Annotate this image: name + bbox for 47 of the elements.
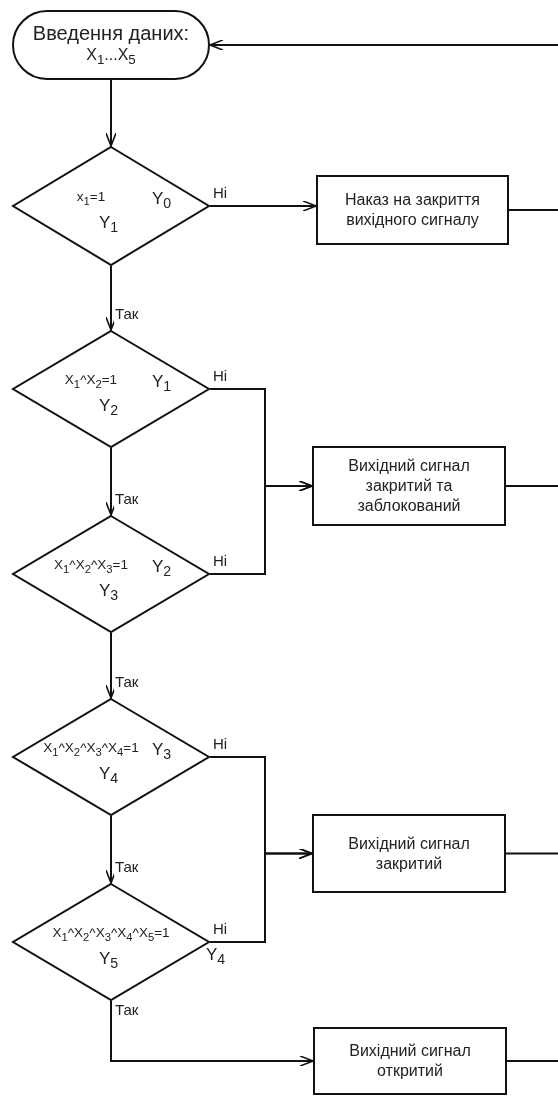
- process-box: [312, 814, 506, 893]
- output-label: Y$_{2}$: [152, 558, 172, 580]
- output-label: Y$_{1}$: [99, 214, 119, 236]
- edge-label: Так: [114, 306, 140, 323]
- condition-text: X$_{1}$^X$_{2}$=1: [64, 372, 118, 390]
- output-label: Y$_{4}$: [206, 946, 226, 968]
- arrow: [209, 847, 313, 943]
- condition-text: X$_{1}$^X$_{2}$^X$_{3}$^X$_{4}$=1: [43, 740, 139, 758]
- edge-label: Так: [114, 859, 140, 876]
- arrow: [209, 200, 317, 212]
- connector-line: [505, 485, 558, 487]
- arrow: [105, 265, 117, 331]
- decision-diamond: [12, 698, 210, 816]
- output-label: Y$_{0}$: [152, 190, 172, 212]
- process-text: Вихідний сигнал откритий: [348, 1041, 472, 1081]
- connector-line: [505, 852, 558, 855]
- arrow: [105, 79, 117, 147]
- output-label: Y$_{5}$: [99, 950, 119, 972]
- decision-diamond: [12, 515, 210, 633]
- edge-label: Так: [114, 674, 140, 691]
- arrow: [209, 480, 313, 575]
- output-label: Y$_{4}$: [99, 765, 119, 787]
- terminal-text: X$_{1}$...X$_{5}$: [86, 45, 136, 69]
- connector-line: [506, 1060, 558, 1062]
- process-text: Вихідний сигнал закритий: [347, 833, 471, 874]
- arrow: [110, 1000, 314, 1067]
- output-label: Y$_{2}$: [99, 397, 119, 419]
- arrow: [105, 815, 117, 884]
- output-label: Y$_{1}$: [152, 373, 172, 395]
- output-label: Y$_{3}$: [152, 741, 172, 763]
- process-text: Вихідний сигнал закритий та заблокований: [347, 456, 471, 516]
- arrow: [209, 39, 558, 51]
- process-box: [312, 446, 506, 526]
- condition-text: X$_{1}$^X$_{2}$^X$_{3}$^X$_{4}$^X$_{5}$=1: [52, 925, 170, 943]
- arrow: [105, 632, 117, 699]
- terminal-text: Введення даних:: [32, 21, 190, 46]
- condition-text: X$_{1}$^X$_{2}$^X$_{3}$=1: [54, 557, 128, 575]
- arrow: [105, 447, 117, 516]
- condition-text: x$_{1}$=1: [76, 189, 106, 207]
- decision-diamond: [12, 146, 210, 266]
- process-box: [316, 175, 509, 245]
- connector-line: [508, 209, 558, 211]
- decision-diamond: [12, 330, 210, 448]
- process-box: [313, 1027, 507, 1095]
- output-label: Y$_{3}$: [99, 582, 119, 604]
- process-text: Наказ на закриття вихідного сигналу: [344, 190, 481, 230]
- edge-label: Так: [114, 491, 140, 508]
